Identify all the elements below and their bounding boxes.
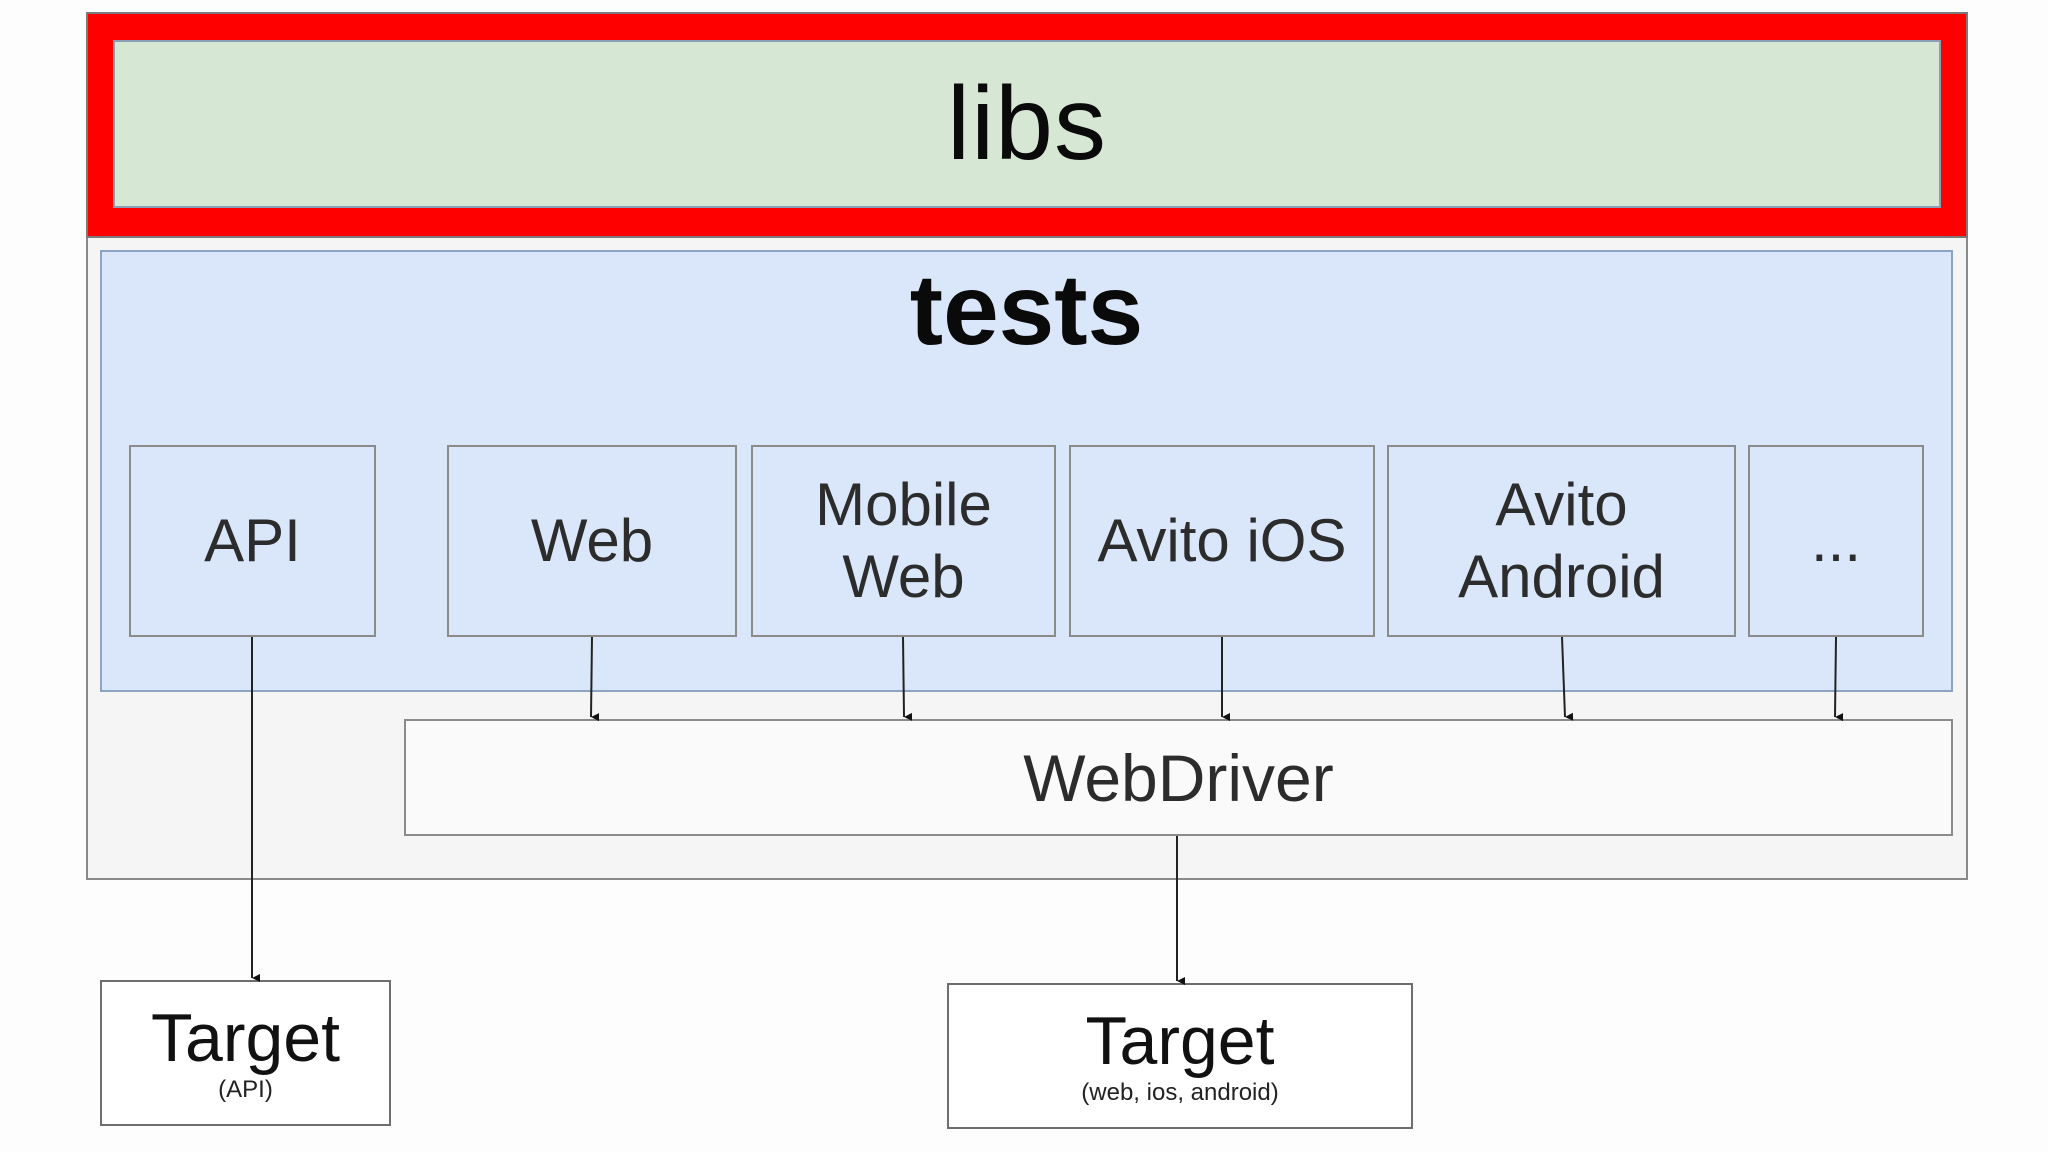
module-label: Mobile Web xyxy=(815,471,992,610)
arrow-mobile-web-to-webdriver xyxy=(902,636,913,721)
target-webdriver-box: Target (web, ios, android) xyxy=(947,983,1413,1129)
libs-label: libs xyxy=(946,65,1108,182)
module-label: API xyxy=(204,507,301,574)
webdriver-box: WebDriver xyxy=(404,719,1953,836)
module-label: Web xyxy=(530,507,654,574)
module-avito-android: Avito Android xyxy=(1387,445,1736,637)
arrow-web-to-webdriver xyxy=(590,636,600,722)
webdriver-label: WebDriver xyxy=(1023,740,1334,815)
target-title: Target xyxy=(1085,1003,1275,1079)
module-mobile-web: Mobile Web xyxy=(751,445,1056,637)
module-avito-ios: Avito iOS xyxy=(1069,445,1375,637)
arrow-more-to-webdriver xyxy=(1834,636,1844,722)
arrow-android-to-webdriver xyxy=(1561,636,1574,721)
module-label: Avito iOS xyxy=(1097,507,1347,574)
module-label: ... xyxy=(1810,507,1861,574)
module-label: Avito Android xyxy=(1458,471,1665,610)
target-subtitle: (API) xyxy=(218,1076,273,1103)
target-subtitle: (web, ios, android) xyxy=(1081,1079,1279,1106)
tests-label: tests xyxy=(909,254,1144,366)
target-api-box: Target (API) xyxy=(100,980,391,1126)
module-api: API xyxy=(129,445,376,637)
module-more: ... xyxy=(1748,445,1924,637)
target-title: Target xyxy=(151,1000,340,1076)
libs-box: libs xyxy=(113,40,1941,208)
module-web: Web xyxy=(447,445,737,637)
